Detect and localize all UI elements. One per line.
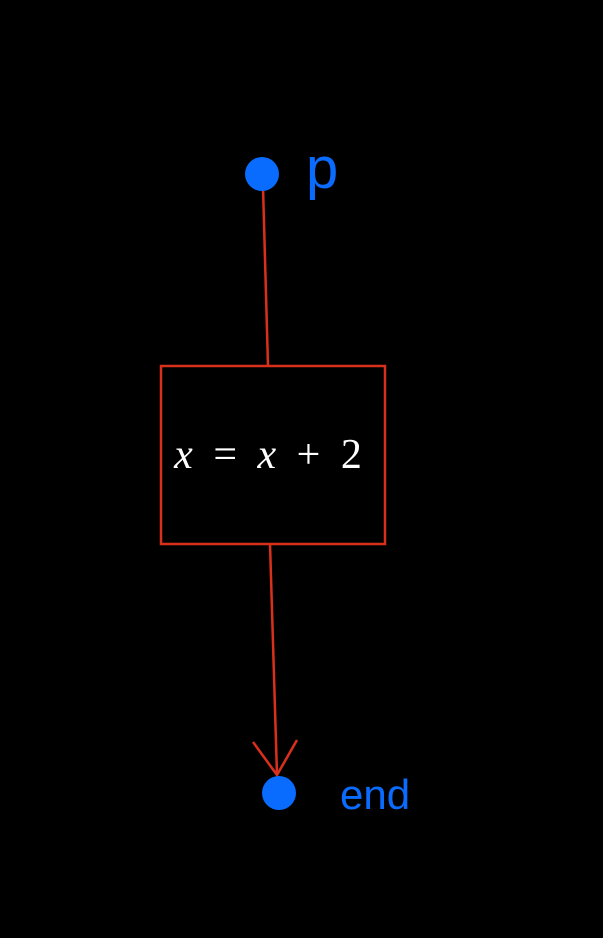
expression-var-x2: x <box>257 432 277 478</box>
end-node-label: end <box>340 771 410 818</box>
process-box[interactable] <box>159 364 387 546</box>
arrowhead-icon <box>251 739 299 778</box>
end-node[interactable] <box>262 776 296 810</box>
edge-box-to-end <box>268 543 279 776</box>
edge-start-to-box <box>261 186 270 367</box>
expression-number: 2 <box>341 432 362 478</box>
process-expression: x = x + 2 <box>173 432 362 478</box>
expression-equals: = <box>213 432 237 478</box>
expression-plus: + <box>297 432 321 478</box>
expression-var-x1: x <box>173 432 193 478</box>
start-node[interactable] <box>245 157 279 191</box>
start-node-label: p <box>306 136 338 201</box>
